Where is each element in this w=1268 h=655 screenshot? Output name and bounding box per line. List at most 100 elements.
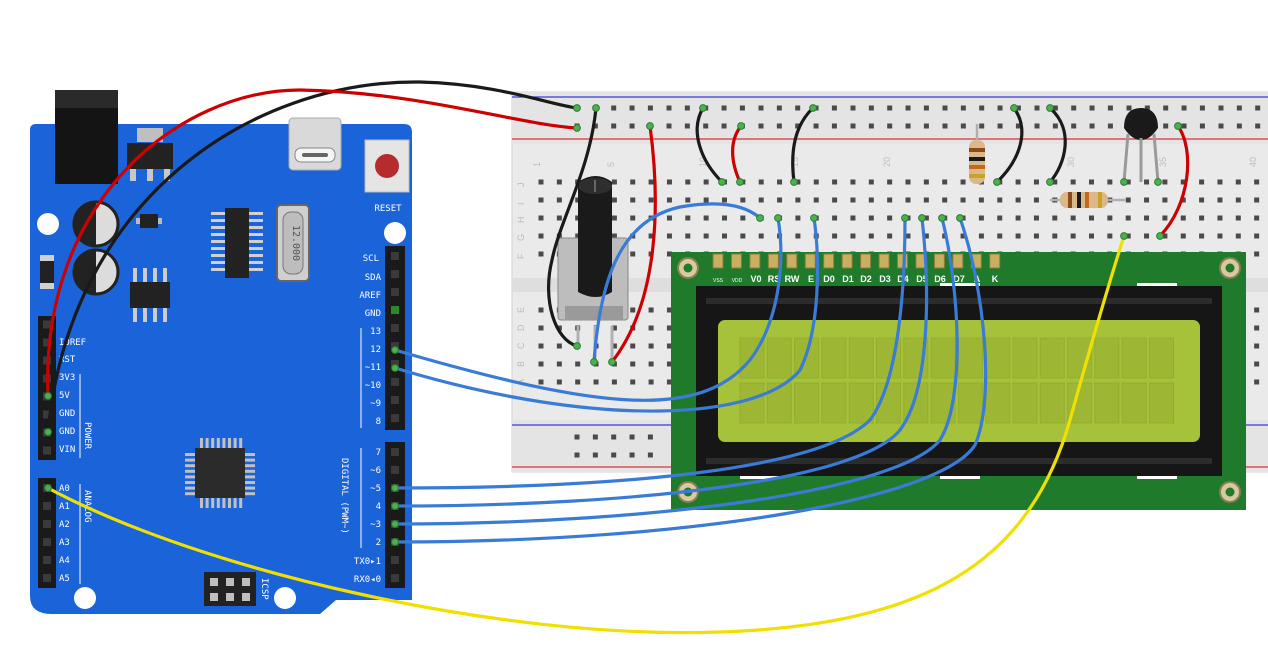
breadboard-hole <box>1070 179 1076 185</box>
pin-label: VIN <box>59 445 75 455</box>
rail-hole <box>942 105 948 111</box>
breadboard-hole <box>868 215 874 221</box>
icsp-label: ICSP <box>259 578 269 600</box>
pin-label: ~9 <box>370 399 381 409</box>
breadboard-hole <box>611 179 617 185</box>
microcontroller-chip <box>195 448 245 498</box>
breadboard-hole <box>556 215 562 221</box>
potentiometer[interactable] <box>557 176 629 362</box>
breadboard-hole <box>1254 343 1260 349</box>
breadboard-hole <box>813 197 819 203</box>
wire-end <box>790 178 798 186</box>
breadboard-hole <box>538 379 544 385</box>
mount-hole <box>74 587 96 609</box>
lcd-pin-label: D3 <box>879 274 891 284</box>
rail-hole <box>960 123 966 129</box>
breadboard-hole <box>1070 233 1076 239</box>
rail-hole <box>684 105 690 111</box>
mcu-pin <box>211 438 215 448</box>
breadboard-hole <box>1125 179 1131 185</box>
breadboard-hole <box>832 179 838 185</box>
breadboard-hole <box>1089 233 1094 239</box>
breadboard-hole <box>978 197 984 203</box>
mcu-pin <box>245 481 255 484</box>
breadboard-hole <box>575 379 581 385</box>
wire-end <box>391 484 399 492</box>
lcd-cell <box>1012 337 1038 379</box>
lcd-cell <box>766 337 792 379</box>
mcu-pin <box>185 464 195 468</box>
rail-hole <box>1199 105 1205 111</box>
lcd-pin-label: V0 <box>750 274 761 284</box>
wire-black-jumper <box>547 106 598 348</box>
rail-hole <box>647 452 653 458</box>
digital-low-pin-labels: 7 ~6 ~5 4 ~3 2 TX0▸1 RX0◂0 <box>354 448 381 585</box>
column-number: 5 <box>606 162 616 167</box>
wire-blue-pot-v0 <box>592 202 762 364</box>
breadboard-hole <box>1015 179 1021 185</box>
breadboard-hole <box>1162 197 1168 203</box>
wire-end <box>44 428 52 436</box>
wire-end <box>608 358 616 366</box>
mcu-pin <box>233 438 237 448</box>
breadboard-hole <box>666 361 672 367</box>
header-pin <box>43 502 51 510</box>
breadboard-hole <box>740 215 746 221</box>
rail-hole <box>1052 123 1058 129</box>
breadboard-hole <box>703 197 709 203</box>
breadboard-hole <box>1144 197 1150 203</box>
lcd-cell <box>1121 382 1147 424</box>
lcd-module: VSS VDD V0 RS RW E D0 D1 D2 D3 D4 D5 D6 … <box>671 252 1246 510</box>
column-number: 10 <box>698 157 708 167</box>
breadboard-hole <box>611 233 617 239</box>
header-pin <box>43 338 51 347</box>
rail-hole <box>813 123 819 129</box>
breadboard-hole <box>1180 233 1186 239</box>
pin-label: RX0◂0 <box>354 575 381 585</box>
breadboard-hole <box>666 251 672 257</box>
mount-hole <box>384 222 406 244</box>
op-amp-chip <box>130 282 170 308</box>
wire-red-5v <box>46 88 579 398</box>
rail-hole <box>979 123 985 129</box>
pin-label: GND <box>59 427 75 437</box>
lcd-pin-label: VSS <box>713 278 724 284</box>
breadboard-hole <box>1254 215 1260 221</box>
breadboard-hole <box>685 215 691 221</box>
wire-end <box>592 104 600 112</box>
mcu-pin <box>245 458 255 462</box>
power-pin-labels: IOREF RST 3V3 5V GND GND VIN <box>59 338 86 455</box>
breadboard-hole <box>1217 233 1223 239</box>
breadboard-hole <box>1125 233 1131 239</box>
lcd-cell <box>957 337 983 379</box>
rail-hole <box>960 105 966 111</box>
breadboard-hole <box>538 215 544 221</box>
wire-blue-d5 <box>393 216 907 490</box>
wire-end-markers <box>44 104 1182 546</box>
mcu-pin <box>239 438 243 448</box>
lcd-pin-pad <box>712 253 724 269</box>
breadboard-hole <box>942 197 948 203</box>
rail-hole <box>574 434 580 440</box>
breadboard-hole <box>1070 215 1076 221</box>
breadboard-hole <box>905 197 911 203</box>
lcd-cell <box>1121 337 1147 379</box>
lcd-pin-label: VDD <box>732 278 743 284</box>
breadboard-hole <box>832 233 838 239</box>
wire-blue-d12 <box>393 216 783 402</box>
breadboard-hole <box>1254 233 1260 239</box>
lcd-pin-pad <box>823 253 835 269</box>
header-pin <box>391 396 399 404</box>
header-pin <box>391 360 399 368</box>
digital-high-pin-labels: 13 12 ~11 ~10 ~9 8 <box>365 327 381 427</box>
wires <box>46 80 1190 635</box>
arduino-board: 12.000 RESET ICSP SCL SDA AREF GND 13 12 <box>30 90 412 614</box>
mount-hole <box>274 587 296 609</box>
breadboard-hole <box>666 307 672 313</box>
mcu-pin <box>245 464 255 468</box>
breadboard-hole <box>648 361 654 367</box>
breadboard-hole <box>1162 233 1168 239</box>
breadboard-hole <box>611 343 617 349</box>
breadboard-hole <box>575 197 581 203</box>
